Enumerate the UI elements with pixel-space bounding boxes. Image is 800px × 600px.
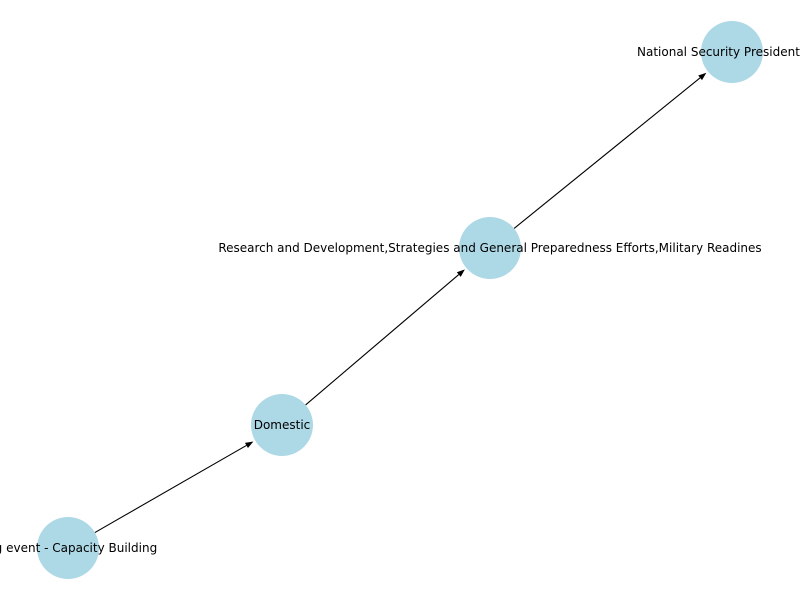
labels-layer: ring event - Capacity Building Domestic Re… <box>0 45 800 555</box>
arrowhead-n2-n3 <box>456 269 465 277</box>
node-label-n3: Research and Development,Strategies and … <box>218 241 761 255</box>
edge-n3-n4 <box>513 77 701 229</box>
arrowhead-n1-n2 <box>244 441 254 449</box>
node-label-n4: National Security Presidential D <box>637 45 800 59</box>
node-n4 <box>701 21 763 83</box>
node-n1 <box>37 517 99 579</box>
arrowhead-n3-n4 <box>698 72 707 81</box>
node-n2 <box>251 394 313 456</box>
nodes-layer <box>37 21 763 579</box>
node-n3 <box>459 217 521 279</box>
node-label-n2: Domestic <box>254 418 311 432</box>
edges-layer <box>94 72 707 534</box>
edge-n2-n3 <box>305 274 460 406</box>
node-label-n1: ring event - Capacity Building <box>0 541 157 555</box>
edge-n1-n2 <box>94 444 247 534</box>
